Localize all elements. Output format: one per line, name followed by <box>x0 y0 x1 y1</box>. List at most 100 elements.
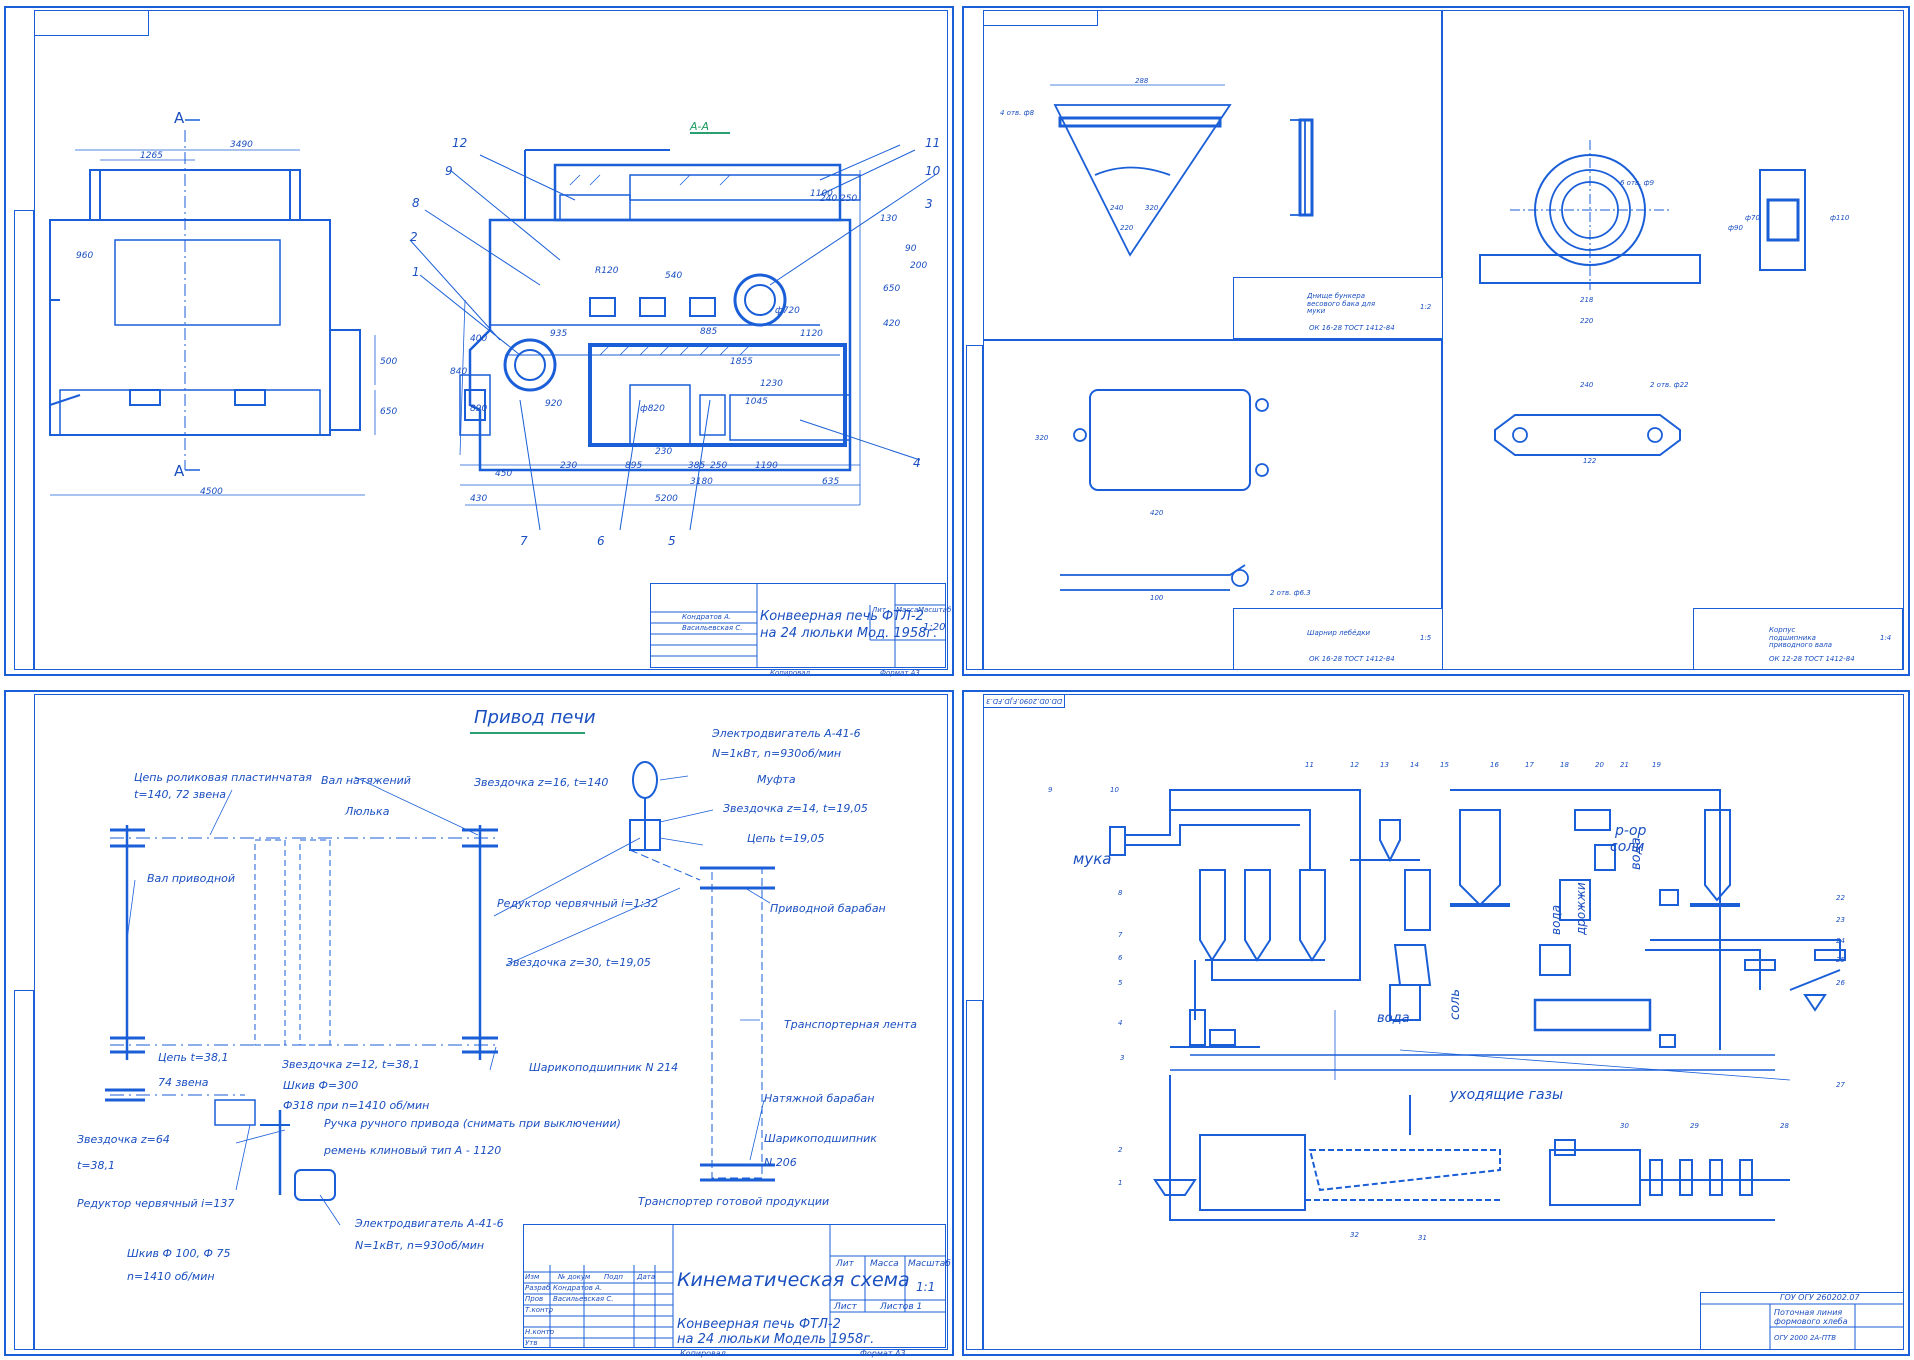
section-label: A-A <box>690 120 710 133</box>
label-t140: t=140, 72 звена <box>134 788 227 801</box>
dim-4500: 4500 <box>200 487 223 497</box>
dim-420: 420 <box>1150 509 1164 517</box>
sheet3-chk: Васильевская С. <box>553 1295 614 1303</box>
callout-p8: 8 <box>1118 889 1123 897</box>
callout-p14: 14 <box>1410 761 1419 769</box>
sheet1-title-line2: на 24 люльки Мод. 1958г. <box>760 626 938 641</box>
sheet3-tkontr: Т.контр <box>525 1306 554 1314</box>
sheet1-lit-header: Лит <box>872 606 886 614</box>
dim-960: 960 <box>76 251 94 261</box>
dim-935: 935 <box>550 329 568 339</box>
label-sprocket-z16: Звездочка z=16, t=140 <box>474 776 609 789</box>
label-74-links: 74 звена <box>158 1076 209 1089</box>
left-stamp-column-2 <box>966 345 983 670</box>
callout-p1: 1 <box>1118 1179 1123 1187</box>
callout-p7: 7 <box>1118 931 1123 939</box>
dim-240: 240 <box>1110 204 1124 212</box>
sheet3-mass: Масса <box>870 1259 899 1269</box>
sheet3-sub2: на 24 люльки Модель 1958г. <box>677 1332 875 1347</box>
sheet4-sub: ОГУ 2000 2А-ПТВ <box>1774 1334 1837 1342</box>
dim-1265: 1265 <box>140 151 163 161</box>
sheet3-razrab: Разраб <box>525 1284 551 1292</box>
sheet3-lit: Лит <box>836 1259 854 1269</box>
sheet3-title: Кинематическая схема <box>677 1269 910 1291</box>
dim-385: 385 <box>688 461 706 471</box>
label-cradle: Люлька <box>345 805 390 818</box>
label-motor-bottom: Электродвигатель А-41-6 <box>355 1217 504 1230</box>
sheet-process-corner-box <box>983 694 1065 708</box>
dim-240b: 240 <box>1580 381 1594 389</box>
callout-p26: 26 <box>1836 979 1845 987</box>
dim-250: 250 <box>710 461 728 471</box>
shackle-title: Шарнир лебёдки <box>1307 629 1371 637</box>
callout-p22: 22 <box>1836 894 1845 902</box>
label-pulley-100: Шкив Ф 100, Ф 75 <box>127 1247 231 1260</box>
dim-f70: ф70 <box>1745 214 1760 222</box>
callout-8: 8 <box>412 196 420 210</box>
label-r-or: р-ор <box>1615 823 1647 839</box>
callout-p21: 21 <box>1620 761 1629 769</box>
hopper-scale: 1:2 <box>1420 303 1432 311</box>
dim-895: 895 <box>625 461 643 471</box>
callout-p9: 9 <box>1048 786 1053 794</box>
callout-11: 11 <box>925 136 941 150</box>
dim-218: 218 <box>1580 296 1594 304</box>
label-n1410: n=1410 об/мин <box>127 1270 215 1283</box>
label-worm-gear-132: Редуктор червячный i=1:32 <box>497 897 659 910</box>
callout-p29: 29 <box>1690 1122 1699 1130</box>
shackle-scale: 1:5 <box>1420 634 1432 642</box>
dim-100: 100 <box>1150 594 1164 602</box>
callout-p19: 19 <box>1652 761 1661 769</box>
sheet1-scale: 1:20 <box>923 622 946 633</box>
dim-288: 288 <box>1135 77 1149 85</box>
sheet3-dev: Кондратов А. <box>553 1284 603 1292</box>
dim-width-3490: 3490 <box>230 140 253 150</box>
dim-5200: 5200 <box>655 494 678 504</box>
label-conveyor-belt: Транспортерная лента <box>784 1018 917 1031</box>
sheet3-format: Формат А3 <box>860 1349 906 1358</box>
dim-1230: 1230 <box>760 379 783 389</box>
callout-12: 12 <box>452 136 468 150</box>
label-sprocket-z30: Звездочка z=30, t=19,05 <box>506 956 651 969</box>
callout-2: 2 <box>410 230 418 244</box>
dim-220b: 220 <box>1580 317 1594 325</box>
sheet3-sheets: Листов 1 <box>880 1302 923 1312</box>
dim-f720: ф720 <box>775 306 800 316</box>
callout-4: 4 <box>913 456 921 470</box>
label-motor-bottom-spec: N=1кВт, n=930об/мин <box>355 1239 485 1252</box>
sheet4-code: ГОУ ОГУ 260202.07 <box>1780 1293 1860 1302</box>
dim-320b: 320 <box>1035 434 1049 442</box>
callout-1: 1 <box>412 265 420 279</box>
dim-450: 450 <box>495 469 513 479</box>
callout-5: 5 <box>668 534 676 548</box>
sheet1-format: Формат А3 <box>880 669 920 677</box>
dim-200: 200 <box>910 261 928 271</box>
sheet3-nkontr: Н.контр <box>525 1328 555 1336</box>
left-stamp-column-4 <box>966 1000 983 1350</box>
dim-400: 400 <box>470 334 488 344</box>
sheet1-scale-header: Масштаб <box>918 606 952 614</box>
dim-540: 540 <box>665 271 683 281</box>
label-bearing-214: Шарикоподшипник N 214 <box>529 1061 679 1074</box>
sheet4-name1: Поточная линия <box>1774 1308 1843 1317</box>
callout-p23: 23 <box>1836 916 1845 924</box>
dim-f820: ф820 <box>640 404 665 414</box>
sheet-kinematic-frame <box>34 694 948 1350</box>
dim-1120: 1120 <box>800 329 823 339</box>
sheet1-title-line1: Конвеерная печь ФТЛ-2 <box>760 609 924 624</box>
title-block-sheet4 <box>1700 1292 1904 1350</box>
callout-p3: 3 <box>1120 1054 1125 1062</box>
sheet3-copied: Копировал <box>680 1349 726 1358</box>
label-drive-shaft: Вал приводной <box>147 872 236 885</box>
label-coupling: Муфта <box>757 773 796 786</box>
label-sprocket-z12: Звездочка z=12, t=38,1 <box>282 1058 420 1071</box>
title-block-bearing <box>1693 608 1903 670</box>
callout-p24: 24 <box>1836 937 1845 945</box>
callout-p15: 15 <box>1440 761 1449 769</box>
dim-635: 635 <box>822 477 840 487</box>
